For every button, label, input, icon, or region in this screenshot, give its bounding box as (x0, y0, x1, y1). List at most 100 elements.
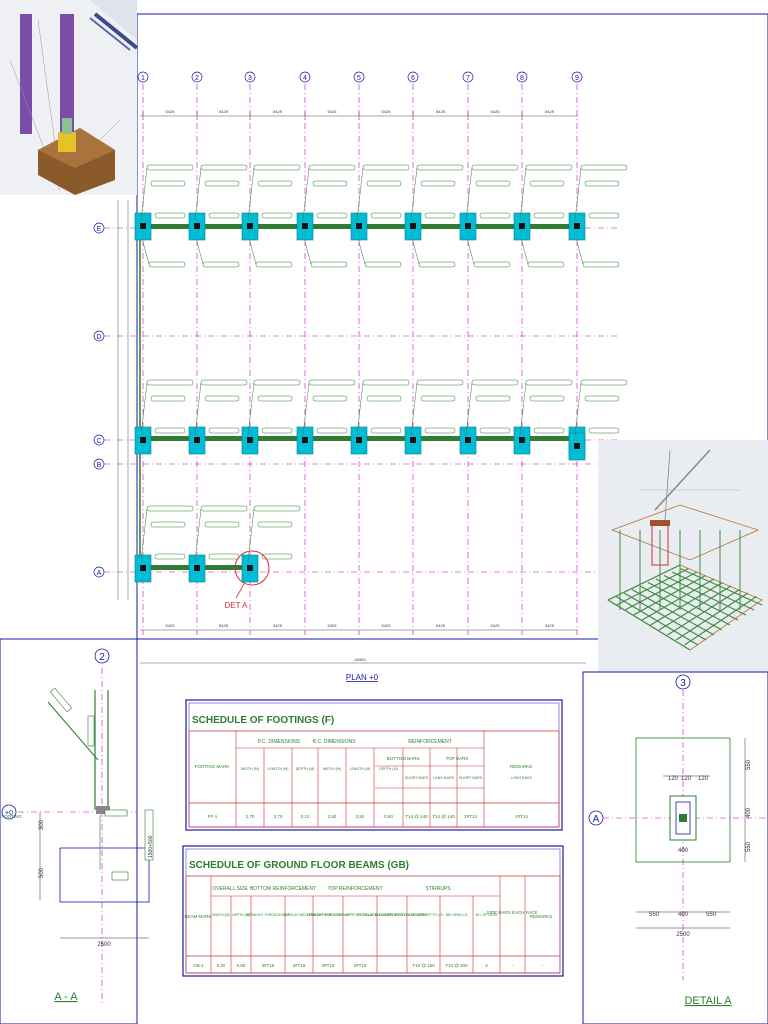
beam-cell: 0,20 (217, 963, 226, 968)
bay-dim-top: 5425 (219, 109, 229, 114)
footing-tag (194, 379, 248, 436)
footing-col-header: DEPTH (M) (296, 767, 315, 771)
axis-number-8: 8 (520, 75, 524, 82)
bay-dim-bottom: 5425 (219, 623, 229, 628)
beam-group-top: TOP REINFORCEMENT (327, 886, 382, 892)
column-tag (412, 241, 456, 268)
beam-col-header: STRAIGHT THROUGH OUT (246, 913, 289, 917)
footing[interactable] (241, 212, 259, 241)
footing-col-header: LONG BARS (433, 776, 455, 780)
bay-dim-top: 5425 (491, 109, 501, 114)
footing-tag (519, 164, 573, 221)
axis-bubble-2: 2 (191, 71, 203, 83)
3d-view-rebar-cage (598, 440, 768, 672)
axis-bubble-C: C (93, 434, 105, 446)
detail-bottom-dim-2: 400 (678, 912, 689, 918)
footing[interactable] (404, 426, 422, 455)
footing-cell: 2#T14 (464, 814, 477, 819)
footing-tag (247, 505, 301, 562)
column-tag (521, 241, 565, 268)
axis-number-4: 4 (303, 75, 307, 82)
footing-tag (140, 379, 194, 436)
footing-tag (247, 164, 301, 221)
footing-group-pc: P.C. DIMENSIONS (258, 739, 301, 745)
column-tag (196, 241, 240, 268)
footing-cell: 2#T14 (515, 814, 528, 819)
footing[interactable] (568, 212, 586, 241)
footing-cell: 2,70 (246, 814, 255, 819)
footing[interactable] (404, 212, 422, 241)
axis-letter-B: B (97, 462, 102, 469)
detail-bottom-dim-3: 550 (706, 912, 717, 918)
beam-cell: 2#T16 (354, 963, 367, 968)
footing[interactable] (350, 426, 368, 455)
beam-col-header: FROM SUPPORT TO L/3 (404, 913, 442, 917)
footing-col-header: WIDTH (M) (241, 767, 259, 771)
section-axis-label: 2 (99, 652, 105, 663)
axis-number-2: 2 (195, 75, 199, 82)
detail-a-callout[interactable]: DET A (225, 550, 270, 610)
axis-bubble-5: 5 (353, 71, 365, 83)
detail-top-dim-3: 120 (698, 776, 709, 782)
footing[interactable] (188, 212, 206, 241)
detail-bottom-dim-1: 550 (649, 912, 660, 918)
beam-group-stirrups: STIRRUPS (425, 886, 451, 892)
footing[interactable] (350, 212, 368, 241)
level-marker: +0 (5, 810, 13, 817)
beam-cell: 3#T16 (322, 963, 335, 968)
beam-col-header: NO. OF LEGS (476, 913, 498, 917)
footing[interactable] (188, 554, 206, 583)
footing-tag (356, 379, 410, 436)
footing-col-remarks: REMARKS (510, 764, 532, 769)
footing[interactable] (134, 554, 152, 583)
beam-column-headers: WIDTH (M)DEPTH (M)STRAIGHT THROUGH OUTEX… (212, 913, 498, 917)
footings-layer (134, 212, 586, 583)
footing[interactable] (241, 554, 259, 583)
footing[interactable] (188, 426, 206, 455)
column-tag (249, 241, 293, 268)
detail-top-dim-2: 120 (681, 776, 692, 782)
footing[interactable] (241, 426, 259, 455)
beam-cell: - (542, 963, 544, 968)
axis-bubble-9: 9 (571, 71, 583, 83)
beam-col-header: EXTRA AT END SUPPORT TO L/4 OF SPAN (358, 913, 427, 917)
footing-tag (302, 164, 356, 221)
footing[interactable] (459, 212, 477, 241)
footing-cell: 2,70 (274, 814, 283, 819)
left-dimension-chain (117, 200, 129, 600)
footing[interactable] (296, 426, 314, 455)
bay-dim-top: 5425 (545, 109, 555, 114)
detail-inner-dim: 400 (678, 848, 689, 854)
footing-cell: T14 @ 140 (405, 814, 428, 819)
footing[interactable] (134, 426, 152, 455)
bay-dim-bottom: 5425 (166, 623, 176, 628)
footing-tag (465, 164, 519, 221)
beam-cell: - (512, 963, 514, 968)
footing[interactable] (513, 426, 531, 455)
bay-dim-top: 5425 (166, 109, 176, 114)
footing-tag (574, 379, 628, 436)
footing-tag (140, 505, 194, 562)
beam-col-mark: BEAM MARK (184, 914, 211, 919)
axis-number-1: 1 (141, 75, 145, 82)
beam-group-bottom: BOTTOM REINFORCEMENT (250, 886, 316, 892)
footing[interactable] (134, 212, 152, 241)
footing-col-header: WIDTH (M) (323, 767, 341, 771)
footing[interactable] (459, 426, 477, 455)
axis-bubble-1: 1 (137, 71, 149, 83)
beam-col-remarks: REMARKS (530, 914, 552, 919)
axis-bubble-D: D (93, 330, 105, 342)
footing[interactable] (513, 212, 531, 241)
column-tag (576, 241, 620, 268)
footing[interactable] (296, 212, 314, 241)
bay-dimension-labels: 5425542554255425542554255425542554255425… (142, 109, 555, 628)
footing[interactable] (568, 432, 586, 461)
bay-dim-bottom: 5425 (491, 623, 501, 628)
beam-cell: 2 (485, 963, 488, 968)
footing-col-header: DEPTH (M) (379, 767, 398, 771)
schedule-footings-title: SCHEDULE OF FOOTINGS (F) (192, 715, 334, 726)
detail-a: 3 A 120 120 120 400 550 400 550 2500 550… (582, 671, 768, 1024)
